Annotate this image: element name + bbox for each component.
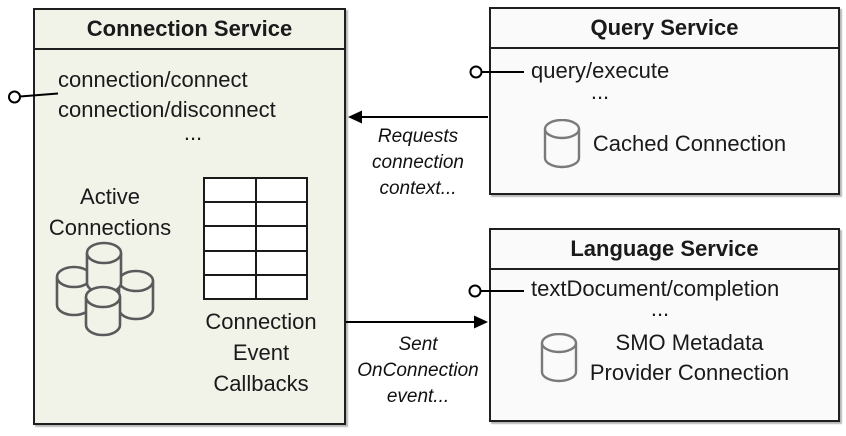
callbacks-grid-cell <box>205 227 255 250</box>
sent-onconnection-arrow <box>346 315 488 329</box>
callbacks-grid-cell <box>205 179 255 202</box>
database-cylinder-icon <box>540 333 578 383</box>
query-methods-ellipsis: ... <box>590 79 610 104</box>
connection-methods-ellipsis: ... <box>183 120 203 145</box>
active-connections-label: Active Connections <box>48 184 172 240</box>
callbacks-grid-cell <box>205 251 255 274</box>
callbacks-grid-cell <box>256 203 306 226</box>
query-service-box: Query Service query/execute ... Cached C… <box>489 7 840 195</box>
callbacks-grid-cell <box>205 203 255 226</box>
query-service-methods: query/execute <box>531 56 669 86</box>
connection-service-title: Connection Service <box>35 10 344 50</box>
query-service-title: Query Service <box>491 9 838 49</box>
method-query-execute: query/execute <box>531 58 670 83</box>
connection-event-callbacks-label: Connection Event Callbacks <box>205 309 317 396</box>
database-cylinder-icon <box>543 119 581 169</box>
callbacks-grid-cell <box>205 275 255 298</box>
cached-connection-label: Cached Connection <box>592 131 787 156</box>
sent-onconnection-annotation: Sent OnConnection event... <box>357 334 479 407</box>
language-service-title: Language Service <box>491 230 838 270</box>
callbacks-grid <box>203 177 308 300</box>
connection-service-methods: connection/connect connection/disconnect <box>58 65 276 125</box>
language-service-methods: textDocument/completion <box>531 274 779 304</box>
method-textdocument-completion: textDocument/completion <box>531 276 780 301</box>
method-connection-disconnect: connection/disconnect <box>58 97 276 122</box>
language-service-box: Language Service textDocument/completion… <box>489 228 840 422</box>
callbacks-grid-cell <box>256 251 306 274</box>
requests-connection-annotation: Requests connection context... <box>372 126 464 199</box>
callbacks-grid-cell <box>256 179 306 202</box>
callbacks-grid-cell <box>256 227 306 250</box>
language-methods-ellipsis: ... <box>650 296 670 321</box>
smo-metadata-row: SMO Metadata Provider Connection <box>491 328 838 388</box>
smo-metadata-provider-label: SMO Metadata Provider Connection <box>589 330 790 385</box>
connection-service-box: Connection Service connection/connect co… <box>33 8 346 425</box>
method-connection-connect: connection/connect <box>58 67 248 92</box>
cached-connection-row: Cached Connection <box>491 119 838 169</box>
requests-connection-arrow <box>348 110 488 124</box>
callbacks-grid-cell <box>256 275 306 298</box>
